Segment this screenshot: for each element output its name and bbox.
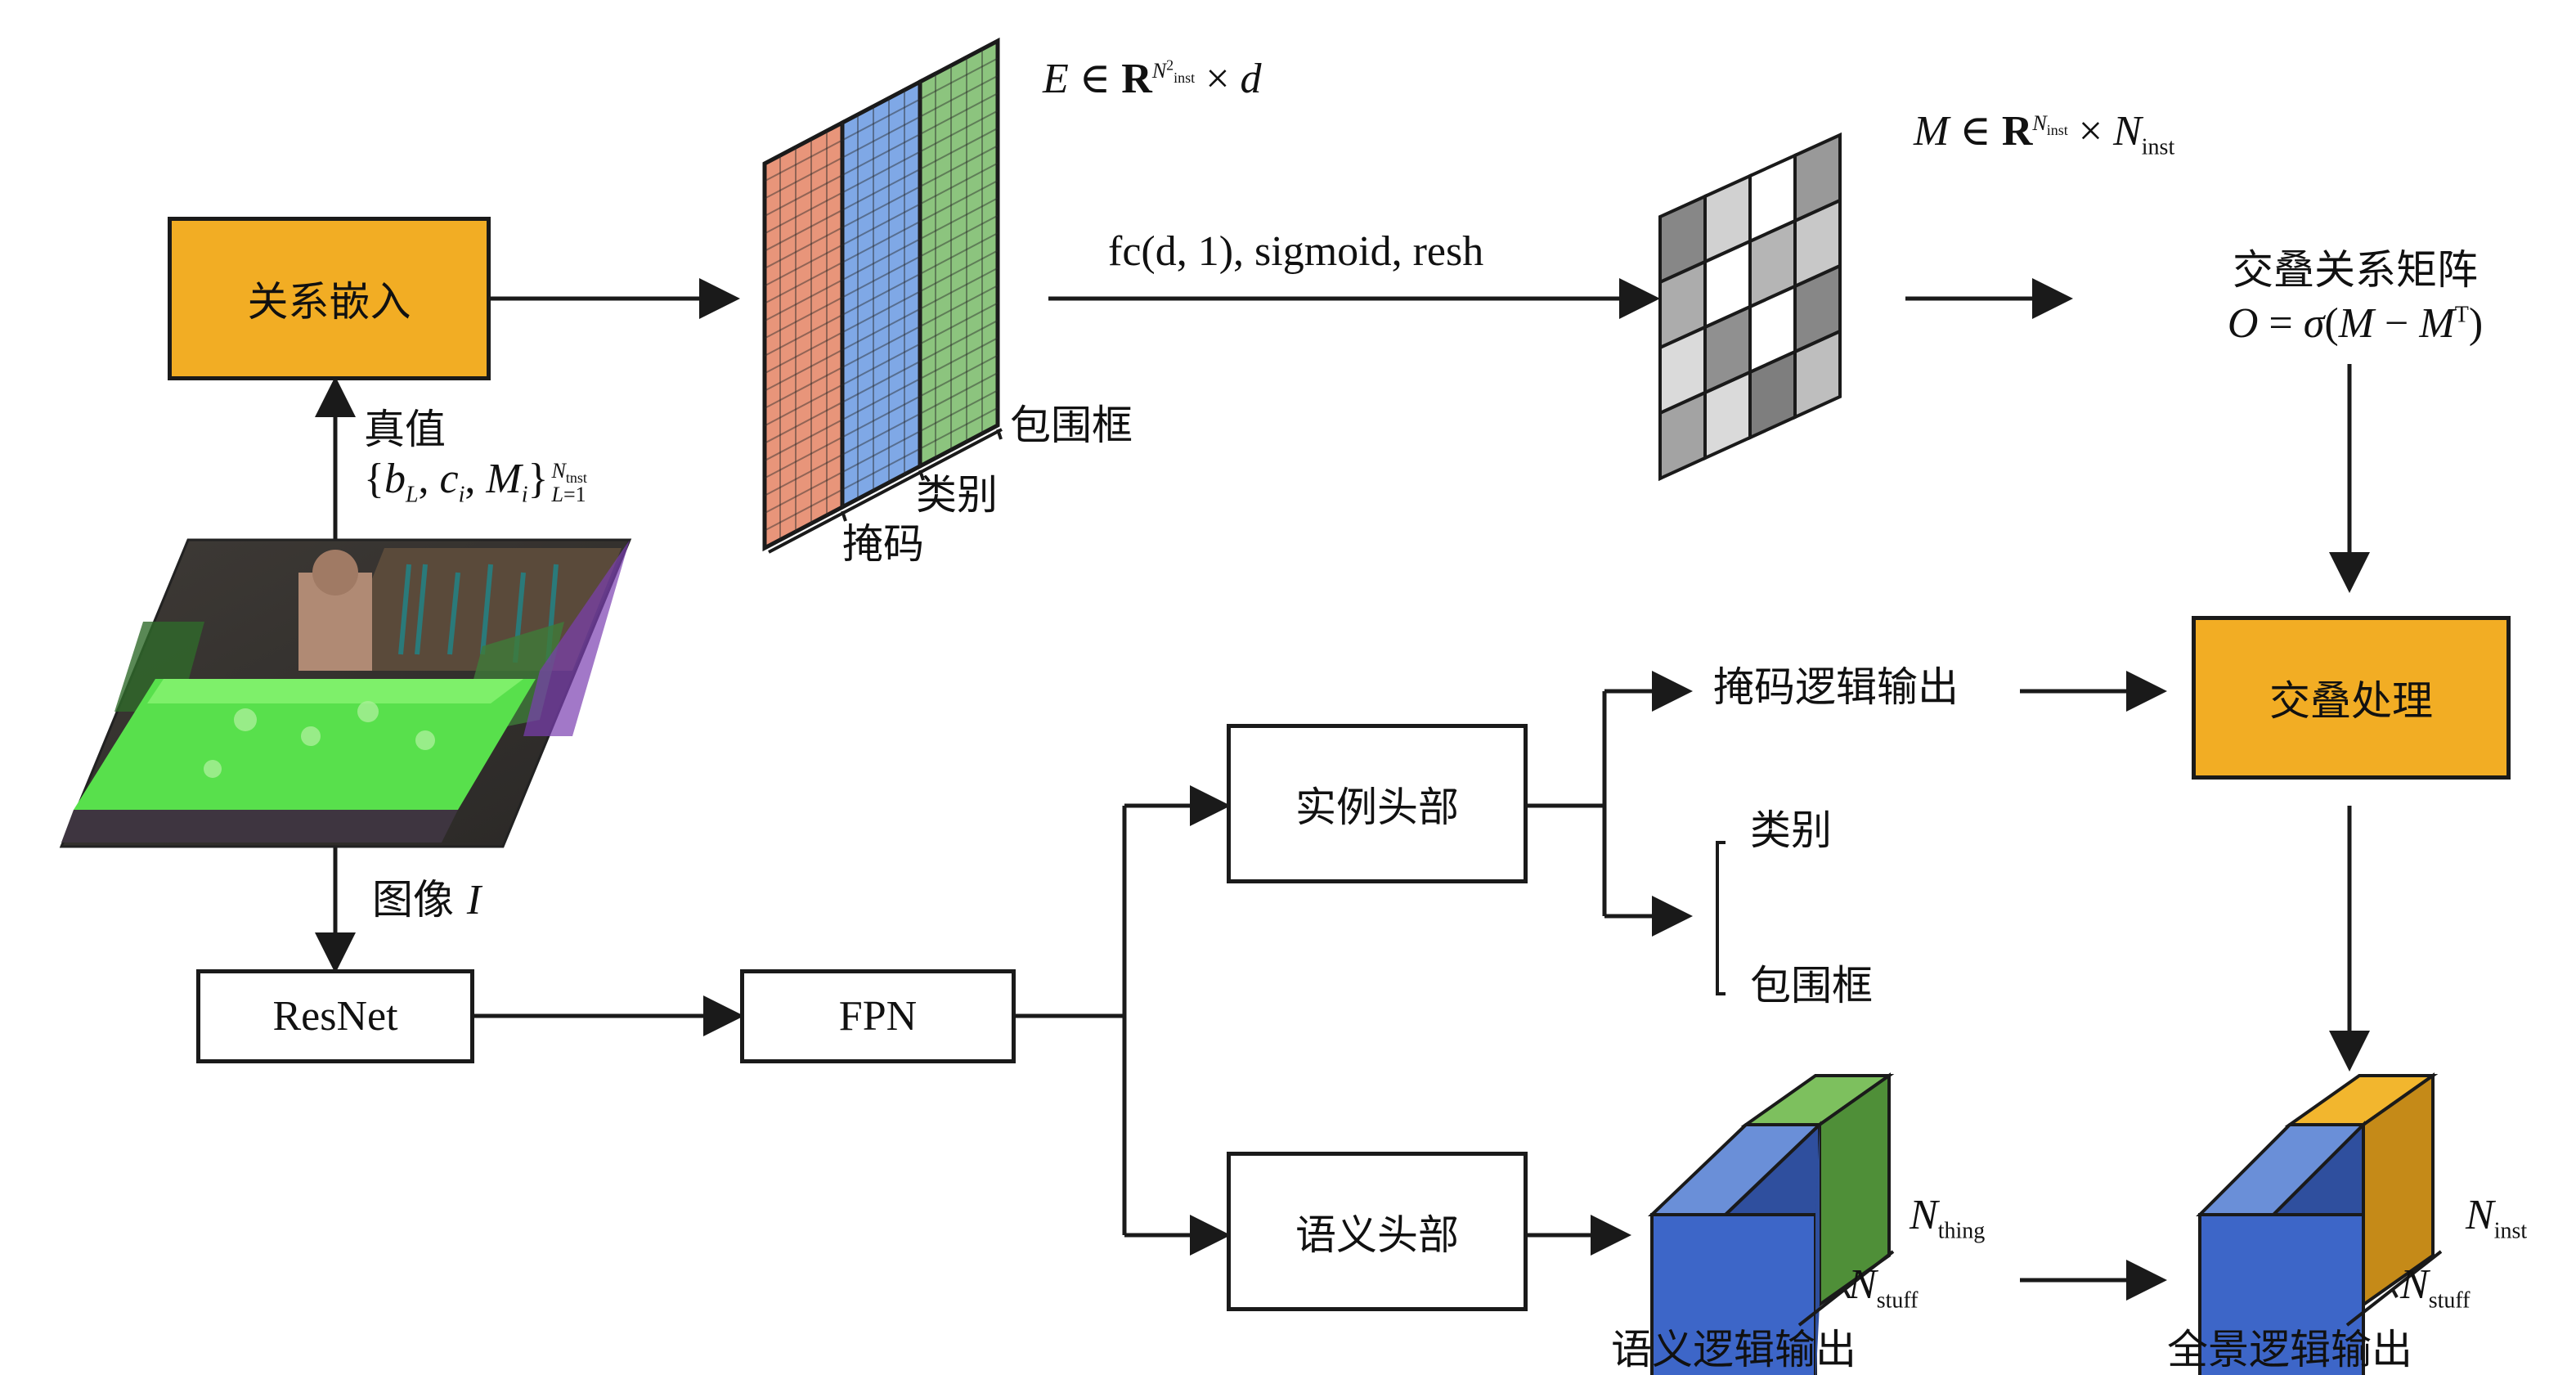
panoptic-logits-label: 全景逻辑输出 <box>2167 1326 2412 1373</box>
relation-embedding-box: 关系嵌入 <box>168 217 491 380</box>
relation-matrix <box>1658 132 1842 482</box>
n-stuff-label: Nstuff <box>1848 1261 1919 1314</box>
overlap-formula: O = σ(M − MT) <box>2227 300 2484 347</box>
embedding-grid <box>762 37 1003 554</box>
matrix-cell-3-3 <box>1793 328 1842 420</box>
bracket-cls-bbox <box>1716 841 1726 995</box>
fpn-label: FPN <box>838 993 918 1040</box>
fc-operation: fc(d, 1), sigmoid, resh <box>1108 228 1484 275</box>
n-thing-label: Nthing <box>1910 1192 1986 1244</box>
category-output-label: 类别 <box>1750 807 1832 854</box>
matrix-dim: M ∈ RNinst × Ninst <box>1914 108 2175 160</box>
n-stuff-panoptic-label: Nstuff <box>2400 1261 2471 1314</box>
bbox-output-label: 包围框 <box>1750 962 1873 1009</box>
semantic-head-box: 语义头部 <box>1227 1152 1528 1311</box>
overlap-processing-box: 交叠处理 <box>2192 616 2511 780</box>
ground-truth-label: 真值 <box>364 406 446 453</box>
semantic-logits-label: 语义逻辑输出 <box>1611 1326 1856 1373</box>
image-label-text: 图像 <box>372 876 454 923</box>
mask-logits-label: 掩码逻辑输出 <box>1713 663 1959 711</box>
resnet-label: ResNet <box>272 993 398 1040</box>
instance-head-box: 实例头部 <box>1227 724 1528 883</box>
n-inst-label: Ninst <box>2466 1192 2528 1244</box>
semantic-head-label: 语义头部 <box>1295 1211 1459 1259</box>
overlap-matrix-title: 交叠关系矩阵 <box>2233 246 2478 294</box>
panoptic-cube <box>2196 1072 2443 1375</box>
image-symbol: I <box>466 877 482 923</box>
instance-head-label: 实例头部 <box>1295 783 1459 831</box>
image-label: 图像 I <box>372 879 481 922</box>
overlap-processing-label: 交叠处理 <box>2269 677 2433 725</box>
strip-bbox <box>918 37 1000 470</box>
relation-embedding-label: 关系嵌入 <box>247 278 411 326</box>
mask-label: 掩码 <box>842 520 924 568</box>
resnet-box: ResNet <box>196 969 474 1063</box>
fpn-box: FPN <box>740 969 1016 1063</box>
semantic-cube <box>1648 1072 1895 1375</box>
bbox-label: 包围框 <box>1010 402 1133 449</box>
embedding-dim: E ∈ RN2inst × d <box>1043 55 1262 102</box>
category-label: 类别 <box>916 471 998 519</box>
input-image <box>59 538 632 848</box>
